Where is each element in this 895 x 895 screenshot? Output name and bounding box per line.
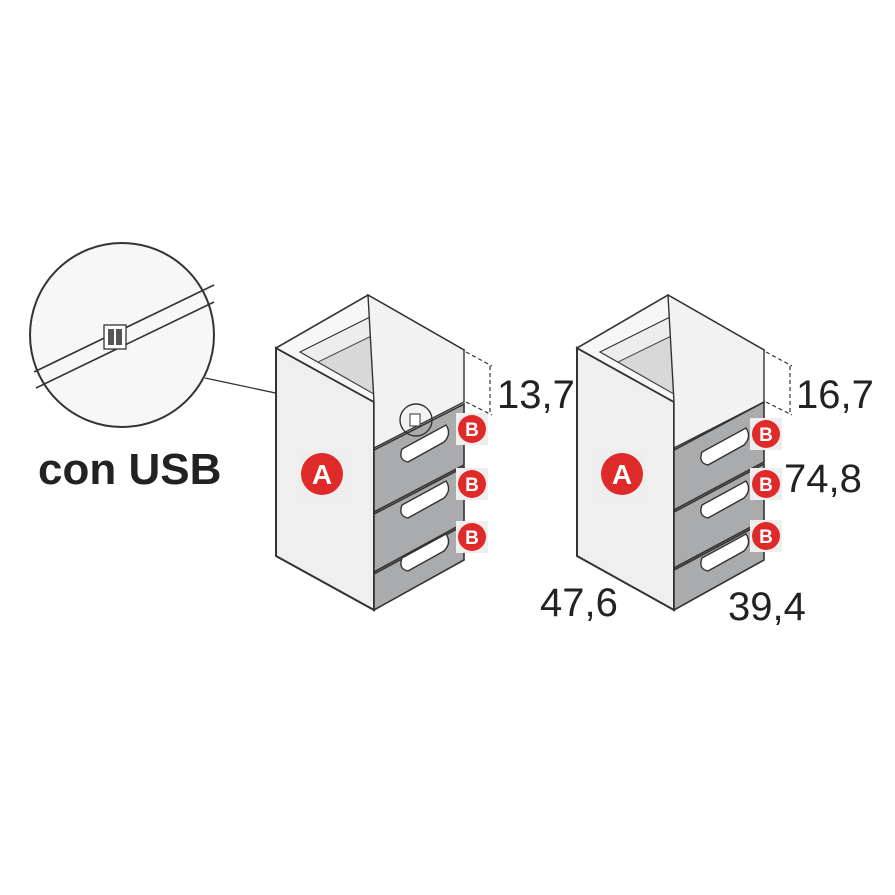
drawer-handle-1 — [700, 427, 750, 466]
badge-b-letter: B — [759, 425, 773, 446]
badge-b-letter: B — [465, 475, 479, 496]
badge-a — [301, 453, 343, 495]
dimension-top-height: 16,7 — [796, 373, 874, 417]
badge-a-letter: A — [312, 459, 332, 490]
usb-port-icon — [103, 324, 127, 350]
badge-b-letter: B — [465, 420, 479, 441]
badge-b-letter: B — [759, 527, 773, 548]
badge-a-letter: A — [612, 459, 632, 490]
badge-b — [752, 522, 780, 550]
drawer-handle-2 — [700, 480, 750, 519]
usb-label: con USB — [38, 445, 221, 494]
badge-b-letter: B — [465, 528, 479, 549]
drawer-handle-1 — [400, 424, 450, 463]
drawer-handle-3 — [700, 533, 750, 572]
badge-b — [458, 470, 486, 498]
dimension-width: 39,4 — [728, 585, 806, 629]
dimension-total-height: 74,8 — [784, 457, 862, 501]
cabinet-right: A B B B 16,7 74,8 47,6 39,4 — [540, 293, 874, 629]
dimension-bracket — [765, 351, 793, 416]
badge-b — [752, 470, 780, 498]
drawer-handle-2 — [400, 480, 450, 519]
badge-b — [458, 415, 486, 443]
back-panel — [667, 293, 765, 450]
dimension-depth: 47,6 — [540, 581, 618, 625]
usb-callout: con USB — [29, 242, 413, 494]
usb-marker-port — [409, 413, 421, 427]
dimension-top-height: 13,7 — [497, 373, 575, 417]
badge-a — [601, 453, 643, 495]
drawer-handle-3 — [400, 533, 450, 572]
cabinet-left: A B B B 13,7 — [274, 293, 575, 612]
badge-b — [458, 523, 486, 551]
usb-marker-circle — [399, 403, 433, 437]
dimension-bracket — [465, 351, 493, 416]
badge-b — [752, 420, 780, 448]
badge-b-letter: B — [759, 475, 773, 496]
